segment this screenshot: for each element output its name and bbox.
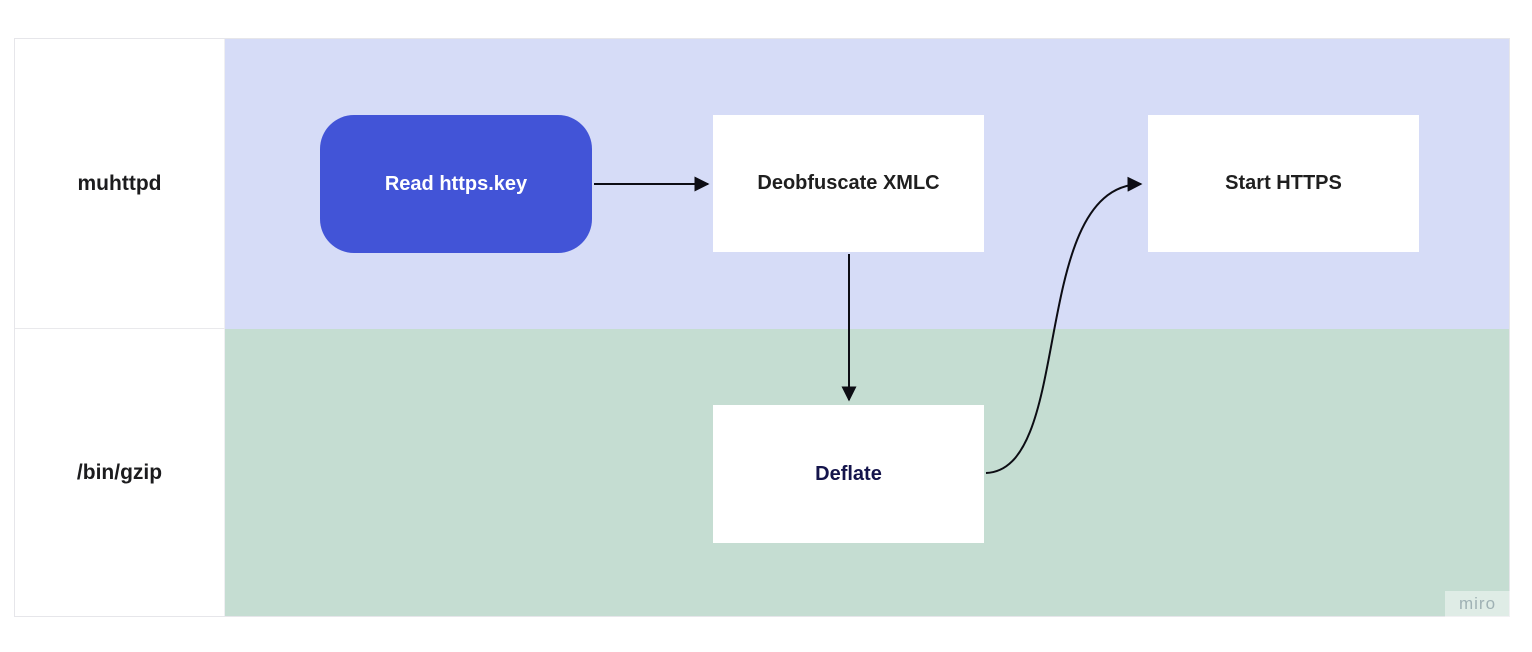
miro-watermark[interactable]: miro [1445,591,1510,617]
node-start-https-label: Start HTTPS [1225,172,1342,194]
node-deobfuscate-xmlc[interactable]: Deobfuscate XMLC [713,115,984,252]
node-read-https-key-label: Read https.key [384,172,528,195]
edge-deflate-to-start-https[interactable] [985,176,1143,474]
node-deflate[interactable]: Deflate [713,405,984,543]
lane-header-bin-gzip[interactable]: /bin/gzip [15,329,225,616]
miro-watermark-label: miro [1458,594,1497,613]
lane-label-bin-gzip: /bin/gzip [76,460,163,484]
node-deflate-label: Deflate [815,462,882,485]
lane-header-muhttpd[interactable]: muhttpd [15,39,225,329]
node-read-https-key[interactable]: Read https.key [320,115,592,253]
node-deobfuscate-xmlc-label: Deobfuscate XMLC [757,172,940,194]
lane-label-muhttpd: muhttpd [77,171,162,195]
node-start-https[interactable]: Start HTTPS [1148,115,1419,252]
